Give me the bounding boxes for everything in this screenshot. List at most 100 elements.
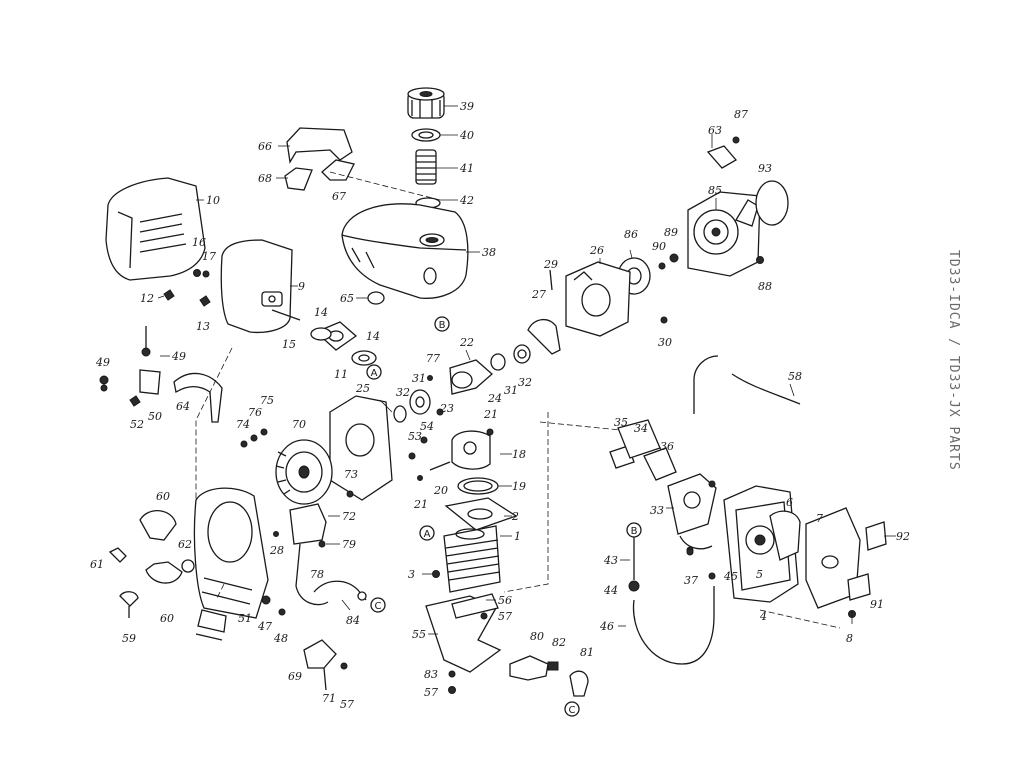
part-callout: 18 [512,448,526,461]
fuel-cap-group [407,87,445,209]
part-callout: 14 [314,306,328,319]
part-callout: 74 [236,418,250,431]
part-callout: 3 [408,568,415,581]
part-callout: 57 [340,698,354,711]
ref-marker-c: C [375,601,382,612]
part-callout: 40 [459,129,474,142]
throttle-bracket-group [99,326,223,423]
part-callout: 90 [652,240,666,253]
part-callout: 14 [366,330,380,343]
part-callout: 8 [846,632,853,645]
part-callout: 86 [624,228,638,241]
part-callout: 10 [206,194,220,207]
part-callout: 64 [176,400,190,413]
tank-bracket [284,127,355,191]
part-callout: 44 [603,584,618,597]
spark-plug-group [509,655,589,697]
part-callout: 68 [258,172,272,185]
part-callout: 53 [408,430,422,443]
part-callout: 88 [758,280,772,293]
part-callout: 34 [634,422,648,435]
part-callout: 25 [355,382,370,395]
part-callout: 43 [603,554,618,567]
carburetor [609,419,717,554]
leader-lines [157,105,896,635]
part-callout: 91 [870,598,884,611]
ref-marker-b: B [631,526,638,537]
fuel-line [693,355,801,414]
part-callout: 49 [95,356,110,369]
muffler [708,485,887,618]
part-callout: 69 [288,670,302,683]
part-callout: 1 [514,530,521,543]
part-callout: 81 [580,646,594,659]
part-callout: 15 [282,338,296,351]
part-callout: 65 [340,292,354,305]
part-callout: 42 [459,194,474,207]
assembly-guide-lines [195,171,841,629]
part-callout: 84 [346,614,360,627]
air-cleaner-element [220,239,293,334]
part-callout: 93 [758,162,772,175]
pump-line [628,534,715,665]
part-callout: 49 [171,350,186,363]
part-callout: 31 [504,384,518,397]
part-callout: 36 [660,440,674,453]
part-callout: 79 [342,538,356,551]
part-callout: 55 [412,628,426,641]
part-callout: 51 [238,612,252,625]
part-callout: 35 [614,416,628,429]
engine-case-left [329,395,428,501]
part-callout: 92 [896,530,910,543]
air-cleaner-cover [105,177,206,281]
part-callout: 59 [122,632,136,645]
part-callout: 30 [658,336,672,349]
part-callout: 54 [420,420,434,433]
part-callout: 20 [433,484,448,497]
part-callout: 89 [664,226,678,239]
part-callout: 26 [589,244,604,257]
part-callout: 62 [178,538,192,551]
part-callouts: 39 40 41 42 38 66 68 67 65 10 16 17 9 12… [90,100,910,711]
tank-plug [367,291,385,305]
ref-marker-b: B [439,320,446,331]
part-callout: 61 [90,558,104,571]
part-callout: 47 [257,620,272,633]
part-callout: 16 [192,236,206,249]
part-callout: 11 [334,368,348,381]
part-callout: 2 [511,510,519,523]
part-callout: 83 [424,668,438,681]
fuel-tank [341,203,469,299]
part-callout: 37 [684,574,698,587]
part-callout: 52 [130,418,144,431]
part-callout: 31 [412,372,426,385]
part-callout: 22 [459,336,474,349]
part-callout: 17 [202,250,216,263]
ref-marker-c: C [569,705,576,716]
part-callout: 57 [498,610,512,623]
side-label: TD33-IDCA / TD33-JX PARTS [946,250,961,471]
part-callout: 85 [708,184,722,197]
reference-markers: B A A B C C [366,316,642,717]
part-callout: 12 [140,292,154,305]
part-callout: 13 [196,320,210,333]
ignition-coil [273,503,329,606]
part-callout: 4 [759,610,767,623]
part-callout: 19 [512,480,526,493]
part-callout: 39 [460,100,474,113]
part-callout: 66 [258,140,272,153]
part-callout: 76 [248,406,262,419]
part-callout: 78 [310,568,324,581]
part-callout: 21 [483,408,498,421]
part-callout: 70 [292,418,306,431]
part-callout: 28 [269,544,284,557]
crankshaft [393,344,531,423]
part-callout: 82 [552,636,566,649]
air-cleaner-hardware [163,269,377,366]
part-callout: 80 [530,630,544,643]
recoil-starter [687,136,789,277]
throttle-cable [261,580,367,691]
part-callout: 9 [298,280,305,293]
part-callout: 50 [148,410,162,423]
